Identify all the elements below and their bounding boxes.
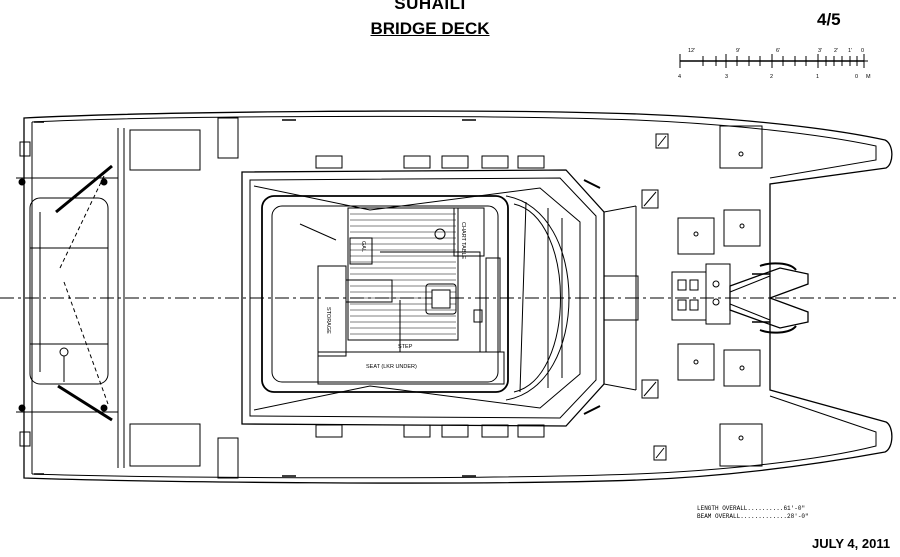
scale-feet-label: 12'	[688, 48, 695, 54]
beam-label: BEAM OVERALL	[697, 513, 741, 520]
step-label: STEP	[398, 344, 413, 350]
scale-feet-label: 9'	[736, 48, 740, 54]
scale-feet-label: 6'	[776, 48, 780, 54]
chart-table-label: CHART TABLE	[460, 222, 466, 260]
transom-area	[16, 128, 125, 468]
scale-meter-label: 1	[816, 74, 819, 80]
foredeck-hatches	[671, 125, 763, 467]
length-value: 61'-0"	[783, 505, 806, 512]
drawing-title: BRIDGE DECK	[370, 19, 490, 38]
drawing-date: JULY 4, 2011	[812, 536, 891, 551]
beam-value: 28'-0"	[787, 513, 809, 520]
scale-meter-unit: M	[866, 74, 871, 80]
storage-unit	[317, 265, 347, 357]
seat-label: SEAT (LKR UNDER)	[366, 364, 417, 370]
scale-meter-label: 4	[678, 74, 681, 80]
scale-feet-label: 2'	[834, 48, 838, 54]
length-label: LENGTH OVERALL	[697, 505, 748, 512]
sole-boards	[347, 207, 459, 341]
galley-label: GAL	[360, 241, 366, 252]
helm-chair	[425, 283, 457, 315]
scale-feet-label: 1'	[848, 48, 852, 54]
deck-cleats	[34, 119, 770, 477]
scale-meter-label: 0	[855, 74, 858, 80]
hull-outline	[23, 110, 893, 484]
scale-feet-label: 3'	[818, 48, 822, 54]
scale-feet-label: 0	[861, 48, 864, 54]
scale-meter-label: 2	[770, 74, 773, 80]
windlass-assembly	[729, 262, 809, 334]
sheet-number: 4/5	[817, 10, 841, 29]
scale-bar: 12' 9' 6' 3' 2' 1' 0 4 3 2 1 0 M	[678, 48, 871, 80]
storage-label: STORAGE	[325, 307, 331, 334]
length-overall-spec: LENGTH OVERALL..........61'-0"	[697, 505, 806, 512]
beam-overall-spec: BEAM OVERALL.............28'-0"	[697, 513, 809, 520]
saloon-interior	[261, 195, 509, 393]
scale-meter-label: 3	[725, 74, 728, 80]
boat-name: SUHAILI	[394, 0, 466, 13]
deck-vents	[583, 133, 669, 461]
seat-locker	[317, 351, 505, 385]
